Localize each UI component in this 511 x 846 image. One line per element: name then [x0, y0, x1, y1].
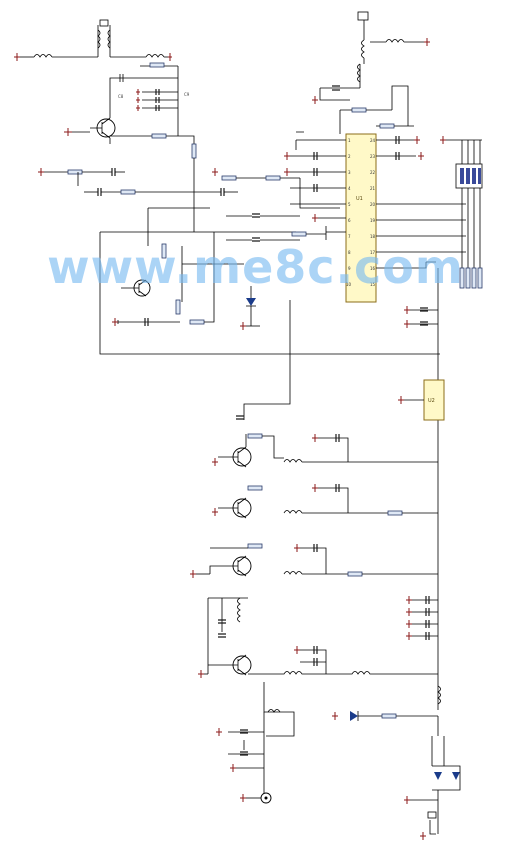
diode-d1	[246, 298, 256, 306]
ferrite-core	[99, 19, 109, 27]
amp-stage-2	[212, 484, 438, 519]
svg-text:18: 18	[370, 234, 376, 239]
diode-d4	[452, 772, 460, 780]
svg-text:16: 16	[370, 266, 376, 271]
svg-text:8: 8	[348, 250, 351, 255]
inductor-l2	[145, 54, 165, 58]
svg-text:1: 1	[348, 138, 351, 143]
ic-u2: U2	[398, 379, 445, 421]
svg-text:6: 6	[348, 218, 351, 223]
svg-text:C9: C9	[184, 92, 190, 97]
svg-text:19: 19	[370, 218, 376, 223]
svg-text:22: 22	[370, 170, 376, 175]
svg-text:21: 21	[370, 186, 376, 191]
led-d2	[350, 711, 358, 721]
svg-text:17: 17	[370, 250, 376, 255]
middle-left-section	[99, 168, 440, 355]
diode-d3	[434, 772, 442, 780]
capacitor-bank-1	[136, 89, 178, 111]
ground-symbol	[14, 53, 20, 61]
svg-text:7: 7	[348, 234, 351, 239]
svg-text:23: 23	[370, 154, 376, 159]
ic-u1-label: U1	[356, 196, 363, 202]
svg-text:3: 3	[348, 170, 351, 175]
svg-text:9: 9	[348, 266, 351, 271]
ic-u2-label: U2	[428, 398, 435, 404]
top-left-rf-section: C8 C9	[14, 19, 238, 232]
power-rail	[376, 261, 439, 710]
output-section	[216, 682, 461, 840]
svg-text:20: 20	[370, 202, 376, 207]
svg-text:4: 4	[348, 186, 351, 191]
svg-text:15: 15	[370, 282, 376, 287]
label-text: C8	[118, 94, 124, 99]
ic-u1: 1 24 2 23 3 22 4 21 5 20 6 19 7 18 8 17 9 16 10 15…	[345, 133, 377, 303]
amp-stage-3	[190, 543, 438, 578]
dip-switch	[446, 139, 483, 289]
svg-text:24: 24	[370, 138, 376, 143]
ic-u1-wiring	[284, 11, 466, 253]
inductor-l1	[33, 54, 53, 58]
svg-text:10: 10	[346, 282, 352, 287]
svg-text:2: 2	[348, 154, 351, 159]
amp-stage-1	[212, 300, 438, 468]
amp-stage-4	[198, 596, 438, 678]
svg-text:5: 5	[348, 202, 351, 207]
